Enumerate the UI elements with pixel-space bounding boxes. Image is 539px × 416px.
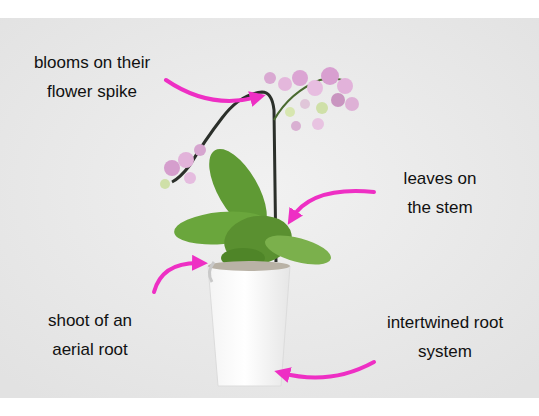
callout-label: blooms on their flower spike [17, 48, 167, 106]
orchid-blooms [160, 67, 359, 189]
aerial-root [209, 262, 214, 282]
pot-soil [208, 261, 290, 271]
callout-label: intertwined root system [386, 308, 504, 366]
callout-label: shoot of an aerial root [29, 306, 151, 364]
callout-arrows [154, 80, 374, 378]
photo-background [0, 18, 539, 398]
callout-label: leaves on the stem [392, 164, 488, 222]
flower-pot [208, 266, 290, 386]
leaves [173, 140, 334, 270]
